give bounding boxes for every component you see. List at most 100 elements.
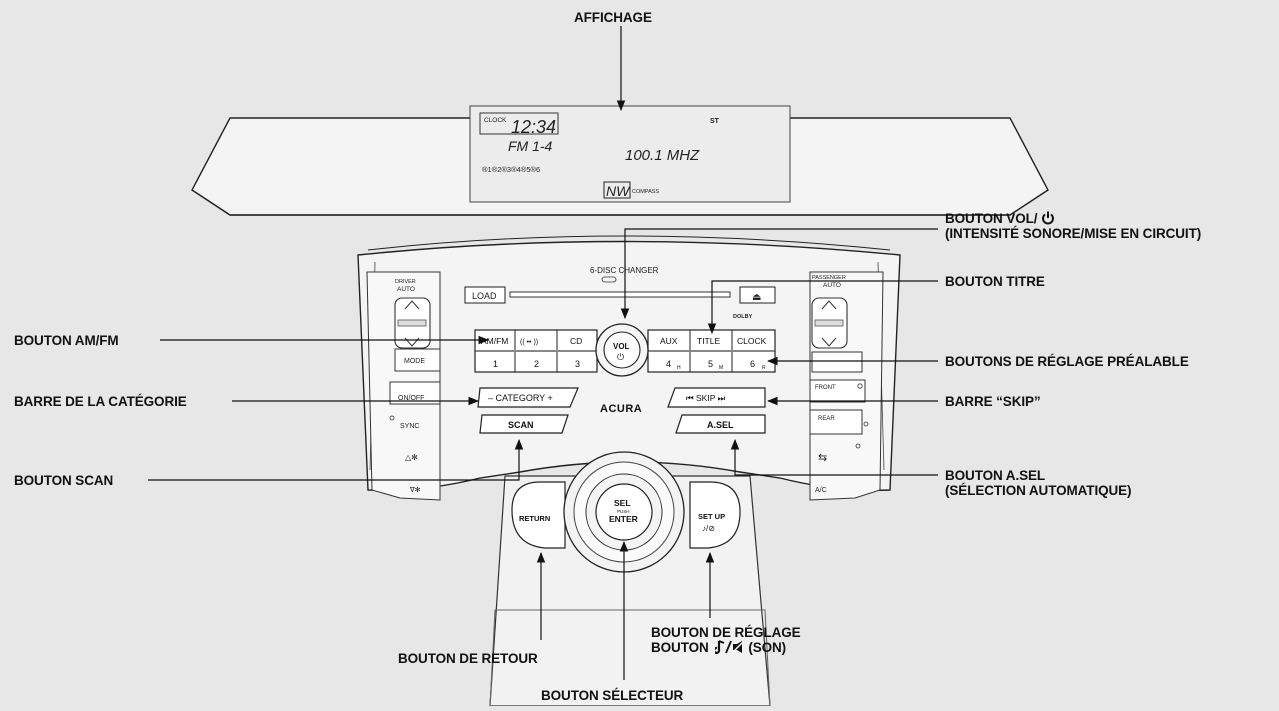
label-vol: BOUTON VOL/ (INTENSITÉ SONORE/MISE EN CI… bbox=[945, 211, 1201, 241]
setup-button[interactable] bbox=[689, 481, 741, 549]
skip-bar[interactable] bbox=[667, 387, 766, 408]
vol-label: VOL bbox=[613, 342, 630, 351]
preset-4-sub: H bbox=[677, 365, 681, 371]
disc-slot bbox=[509, 291, 731, 298]
skip-bar-label: ⏮ SKIP ⏭ bbox=[686, 393, 726, 403]
preset-bar-line-right bbox=[650, 350, 773, 352]
label-asel: BOUTON A.SEL (SÉLECTION AUTOMATIQUE) bbox=[945, 468, 1132, 498]
asel-button[interactable] bbox=[675, 414, 766, 434]
selector-cluster: RETURN SET UP ♪/⊘ SEL PUSH ENTER bbox=[511, 451, 741, 573]
onoff-label: ON/OFF bbox=[398, 395, 424, 402]
return-button[interactable] bbox=[511, 481, 566, 549]
enter-label: ENTER bbox=[609, 514, 638, 524]
clock-frame bbox=[479, 112, 559, 135]
asel-button-label: A.SEL bbox=[707, 420, 734, 430]
preset-5-button[interactable]: 5 bbox=[708, 359, 713, 369]
callout-lines bbox=[148, 26, 938, 680]
label-scan: BOUTON SCAN bbox=[14, 473, 113, 488]
scan-button[interactable] bbox=[479, 414, 569, 434]
label-titre: BOUTON TITRE bbox=[945, 274, 1045, 289]
aux-button[interactable]: AUX bbox=[660, 336, 678, 346]
driver-label: DRIVER bbox=[395, 279, 416, 285]
label-retour-text: BOUTON DE RETOUR bbox=[398, 651, 538, 666]
xm-button[interactable]: (( •• )) bbox=[520, 339, 538, 346]
preset-bar-line-left bbox=[477, 350, 595, 352]
cd-button[interactable]: CD bbox=[570, 336, 582, 346]
leader-vol bbox=[620, 228, 938, 320]
display-time: 12:34 bbox=[511, 117, 556, 137]
display-presets-row: ®1®2®3®4®5®6 bbox=[482, 165, 540, 174]
passenger-auto-label: AUTO bbox=[823, 282, 841, 289]
leader-titre bbox=[707, 280, 938, 335]
push-label: PUSH bbox=[617, 509, 630, 514]
bars: – CATEGORY + ACURA ⏮ SKIP ⏭ SCAN A.SEL bbox=[477, 387, 766, 434]
fan-down-label: ∇✻ bbox=[409, 486, 421, 494]
label-category-text: BARRE DE LA CATÉGORIE bbox=[14, 394, 187, 409]
front-label: FRONT bbox=[815, 385, 836, 391]
label-scan-text: BOUTON SCAN bbox=[14, 473, 114, 488]
dolby-label: DOLBY bbox=[733, 314, 753, 320]
mode-label: MODE bbox=[404, 358, 425, 365]
eject-button[interactable] bbox=[739, 286, 776, 304]
eject-icon: ⏏ bbox=[752, 292, 761, 303]
sync-label: SYNC bbox=[400, 423, 419, 430]
display-compass-tag: COMPASS bbox=[632, 189, 659, 195]
preset-3-button[interactable]: 3 bbox=[575, 359, 580, 369]
display-unit: CLOCK 12:34 ST FM 1-4 100.1 MHZ ®1®2®3®4… bbox=[191, 105, 1049, 216]
passenger-label: PASSENGER bbox=[812, 275, 846, 281]
leader-scan bbox=[148, 438, 524, 481]
onoff-button[interactable] bbox=[389, 381, 441, 405]
rear-defrost-button[interactable] bbox=[809, 409, 863, 435]
label-skip-text: BARRE “SKIP” bbox=[945, 394, 1041, 409]
label-asel-line2: (SÉLECTION AUTOMATIQUE) bbox=[945, 483, 1132, 498]
sel-label: SEL bbox=[614, 498, 631, 508]
rear-label: REAR bbox=[818, 416, 835, 422]
label-category: BARRE DE LA CATÉGORIE bbox=[14, 394, 187, 409]
label-preset: BOUTONS DE RÉGLAGE PRÉALABLE bbox=[945, 354, 1189, 369]
preset-1-button[interactable]: 1 bbox=[493, 359, 498, 369]
power-icon: ⏻ bbox=[617, 352, 624, 362]
button-grid: AM/FM (( •• )) CD AUX TITLE CLOCK 1 2 3 … bbox=[474, 329, 776, 373]
am-fm-button[interactable]: AM/FM bbox=[481, 336, 508, 346]
preset-6-sub: R bbox=[762, 365, 766, 371]
label-setup-line2: BOUTON (SON) bbox=[651, 640, 787, 655]
category-bar-label: – CATEGORY + bbox=[488, 393, 553, 403]
right-climate-cluster: PASSENGER AUTO FRONT REAR ⇆ A/C bbox=[809, 271, 884, 501]
label-vol-line1: BOUTON VOL/ bbox=[945, 211, 1201, 226]
preset-5-sub: M bbox=[719, 365, 723, 371]
display-st: ST bbox=[710, 118, 720, 125]
label-selecteur: BOUTON SÉLECTEUR bbox=[541, 688, 683, 703]
mode-button[interactable] bbox=[394, 348, 441, 372]
front-defrost-button[interactable] bbox=[809, 379, 866, 403]
load-button[interactable] bbox=[464, 286, 506, 304]
scan-button-label: SCAN bbox=[508, 420, 534, 430]
volume-knob[interactable]: VOL ⏻ bbox=[595, 323, 649, 377]
return-label: RETURN bbox=[519, 514, 550, 523]
label-setup-line1: BOUTON DE RÉGLAGE bbox=[651, 625, 801, 640]
preset-6-button[interactable]: 6 bbox=[750, 359, 755, 369]
disc-slot-area: 6-DISC CHANGER LOAD ⏏ DOLBY bbox=[464, 266, 776, 320]
display-band: FM 1-4 bbox=[508, 138, 553, 154]
preset-4-button[interactable]: 4 bbox=[666, 359, 671, 369]
label-setup: BOUTON DE RÉGLAGE BOUTON (SON) bbox=[651, 625, 801, 655]
preset-2-button[interactable]: 2 bbox=[534, 359, 539, 369]
ac-label: A/C bbox=[815, 487, 827, 494]
compass-frame bbox=[603, 181, 631, 199]
selector-knob[interactable] bbox=[595, 483, 653, 541]
clock-button[interactable]: CLOCK bbox=[737, 336, 767, 346]
fan-up-label: △✻ bbox=[405, 453, 418, 462]
label-selecteur-text: BOUTON SÉLECTEUR bbox=[541, 688, 684, 703]
label-asel-line1: BOUTON A.SEL bbox=[945, 468, 1046, 483]
label-amfm-text: BOUTON AM/FM bbox=[14, 333, 119, 348]
setup-label: SET UP bbox=[698, 512, 725, 521]
load-label: LOAD bbox=[472, 291, 497, 301]
label-affichage-text: AFFICHAGE bbox=[574, 10, 652, 25]
changer-label: 6-DISC CHANGER bbox=[590, 266, 659, 275]
recirc-icon: ⇆ bbox=[818, 452, 827, 464]
left-climate-cluster: DRIVER AUTO MODE ON/OFF SYNC △✻ ∇✻ bbox=[366, 271, 441, 501]
title-button[interactable]: TITLE bbox=[697, 336, 720, 346]
music-mute-icon bbox=[713, 640, 745, 654]
label-preset-text: BOUTONS DE RÉGLAGE PRÉALABLE bbox=[945, 354, 1189, 369]
